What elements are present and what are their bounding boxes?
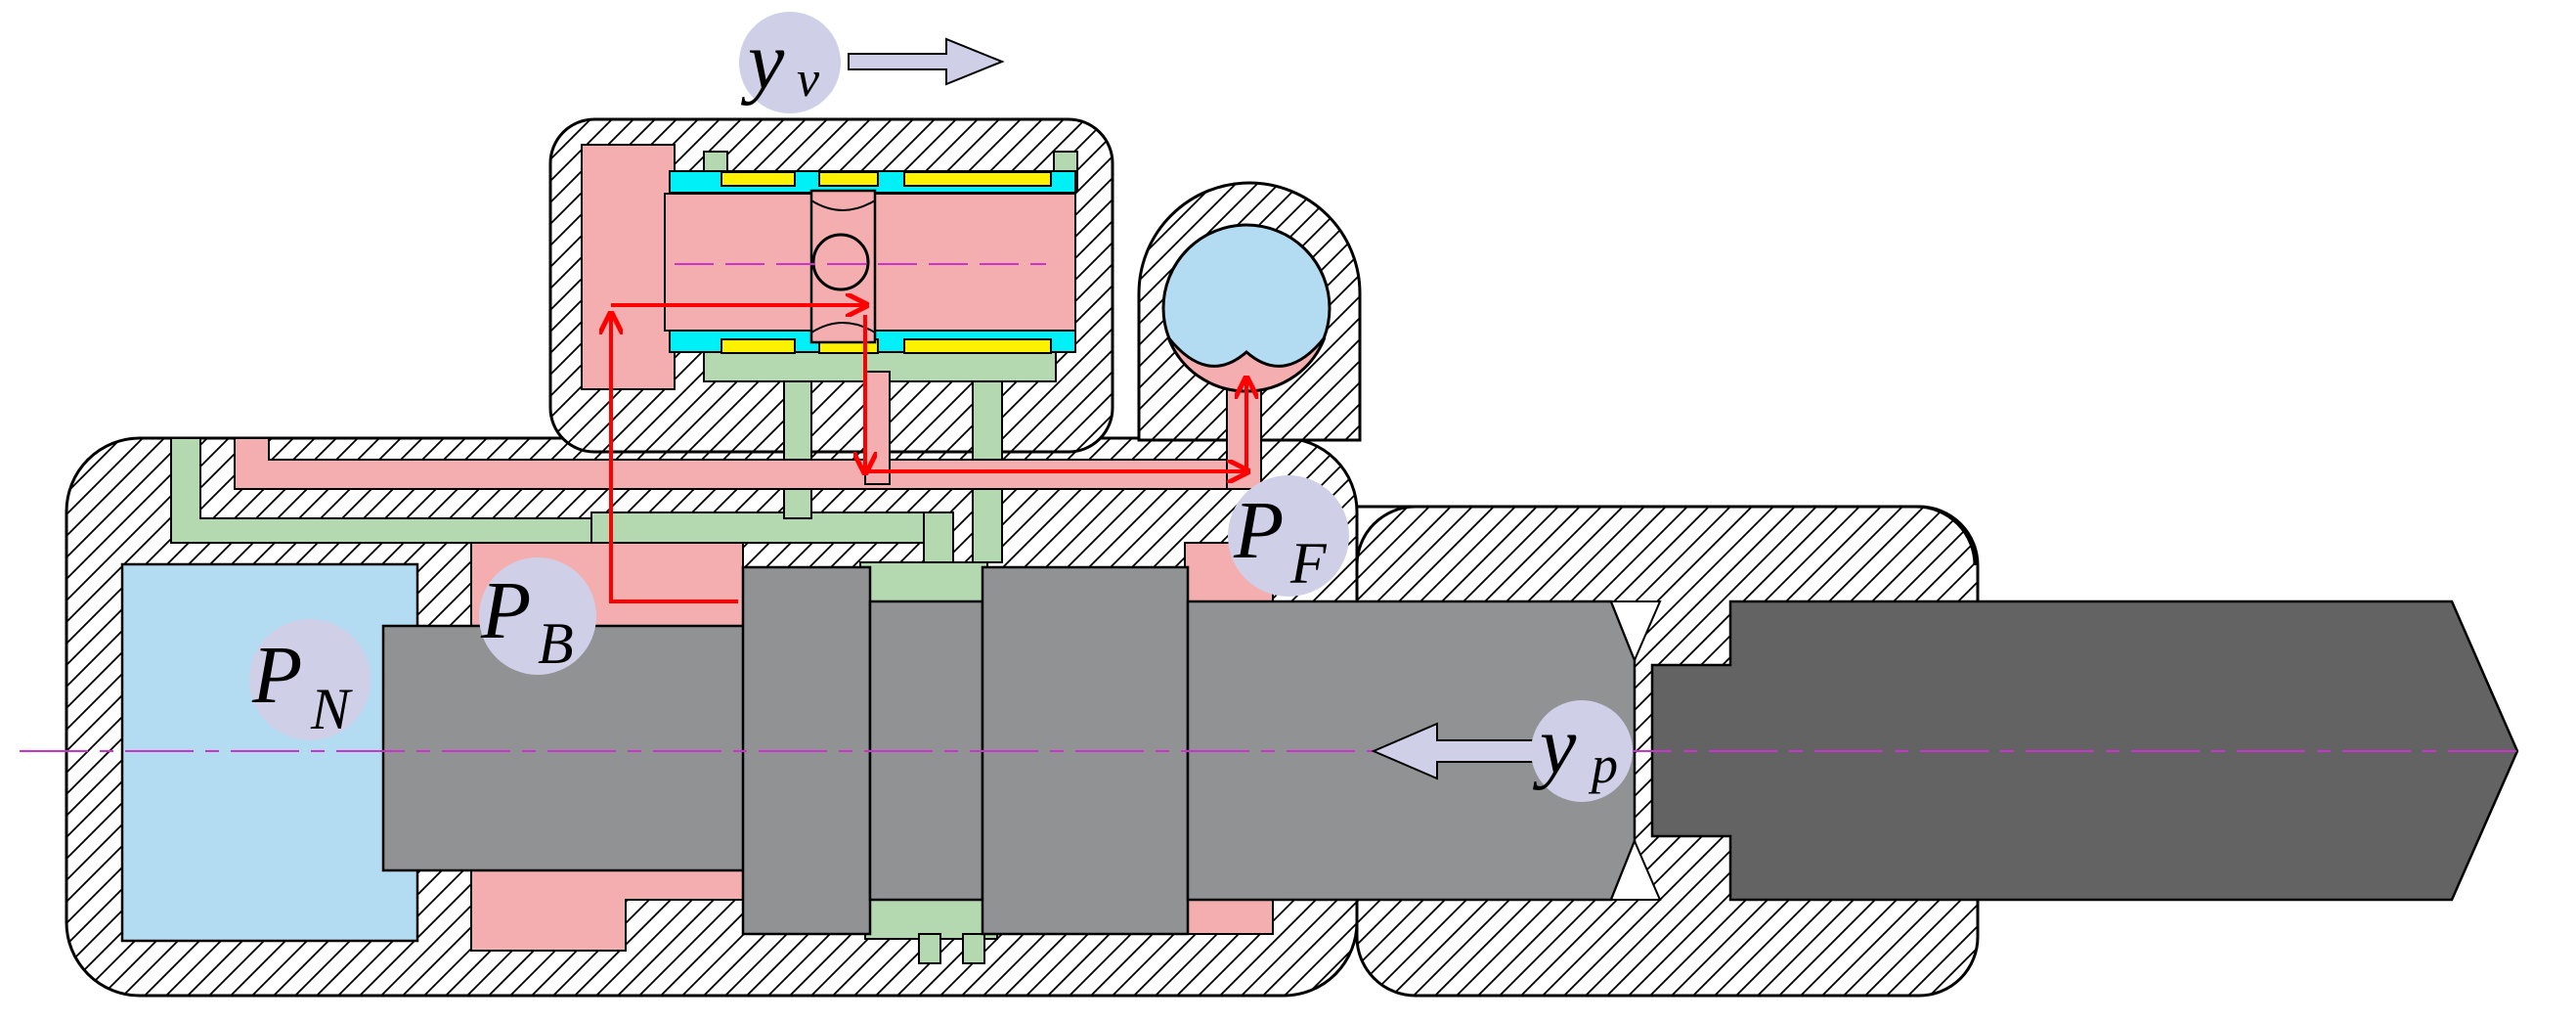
label-pb: P B — [479, 557, 596, 676]
accumulator — [1161, 223, 1332, 393]
svg-text:p: p — [1588, 735, 1618, 794]
svg-text:y: y — [740, 16, 785, 107]
servo-valve — [664, 170, 1076, 354]
svg-text:P: P — [251, 630, 302, 721]
svg-text:P: P — [480, 565, 531, 656]
svg-text:N: N — [310, 677, 353, 741]
label-yv: y v — [739, 12, 841, 113]
yv-motion-arrow — [848, 37, 1005, 86]
chamber-pn — [120, 562, 419, 943]
flow-arrows — [611, 305, 1246, 603]
label-pf: P F — [1228, 475, 1349, 597]
svg-text:F: F — [1289, 531, 1328, 596]
svg-text:P: P — [1233, 485, 1284, 576]
svg-text:v: v — [797, 52, 820, 108]
return-passage-network — [170, 151, 1078, 964]
svg-text:B: B — [538, 611, 574, 676]
svg-text:y: y — [1532, 700, 1577, 791]
label-pn: P N — [249, 619, 371, 741]
label-yp: y p — [1531, 700, 1633, 802]
yp-motion-arrow — [1371, 722, 1541, 780]
